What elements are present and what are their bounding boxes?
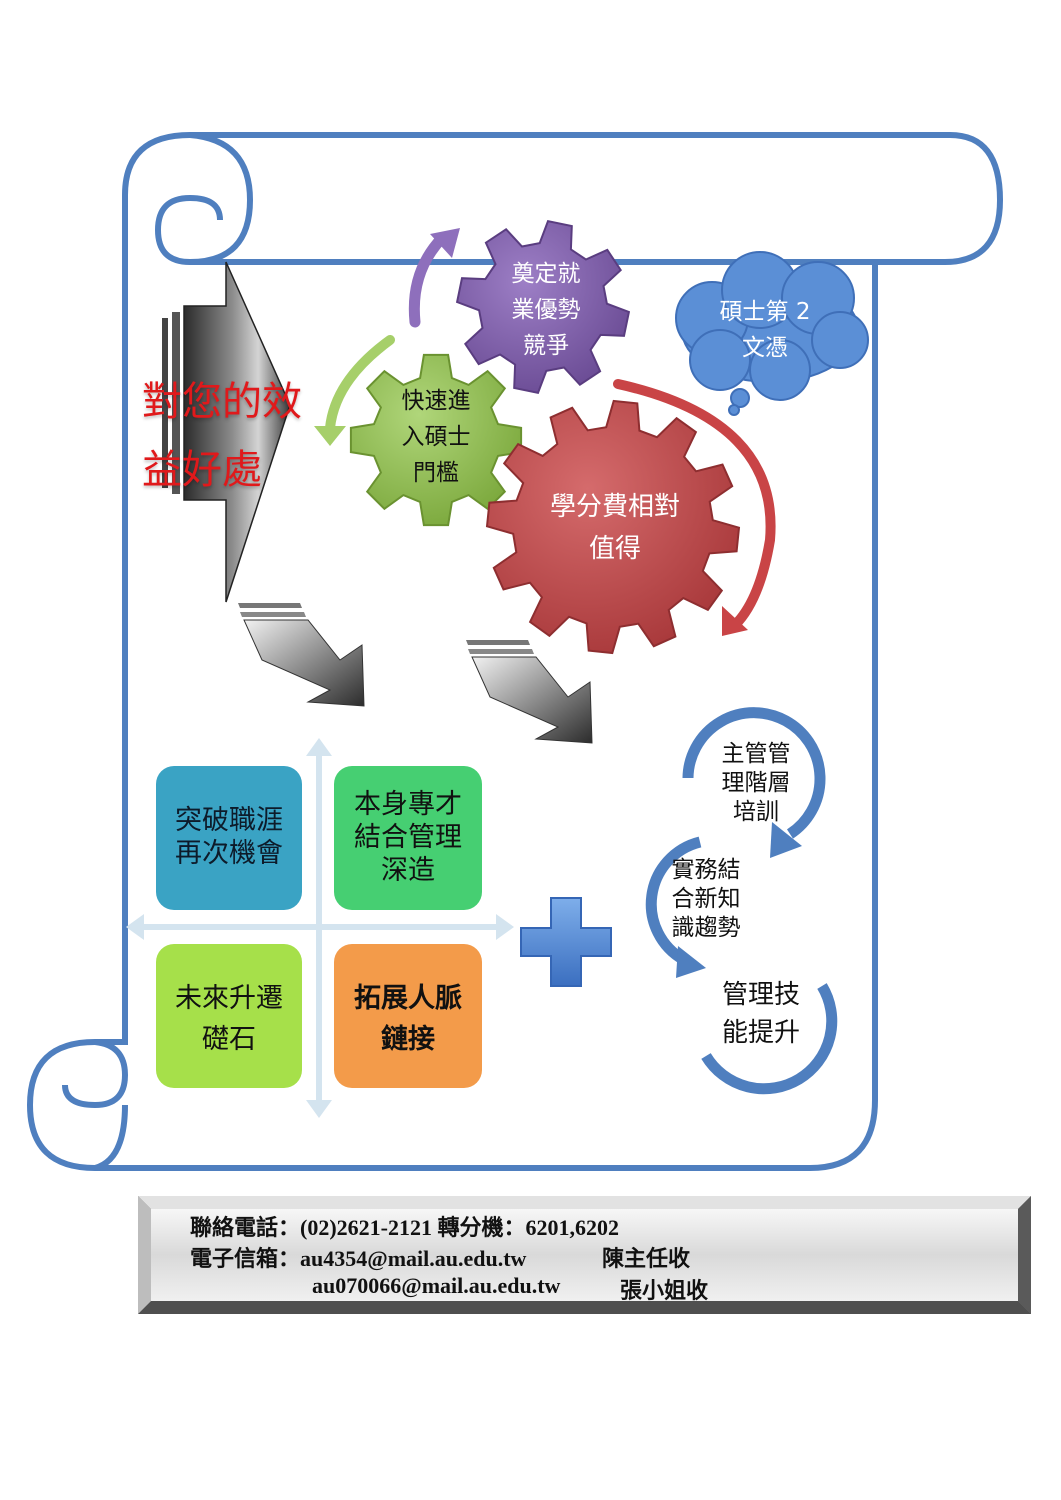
gear-purple-icon xyxy=(455,219,631,395)
scroll-frame xyxy=(26,132,1004,1171)
cloud-line-2: 文憑 xyxy=(742,335,788,361)
purple-arrowhead-icon xyxy=(430,228,460,258)
tile-bottom-left-line-1: 未來升遷 xyxy=(175,983,283,1014)
gear-red-shape xyxy=(485,399,741,655)
gear-purple-line-1: 奠定就 xyxy=(511,261,581,287)
tile-top-left-label: 突破職涯 再次機會 xyxy=(156,804,302,870)
gear-green-icon xyxy=(349,353,523,527)
cloud-label: 碩士第 2 文憑 xyxy=(700,294,830,366)
tile-top-right-line-3: 深造 xyxy=(381,855,435,886)
cycle-arrowhead-middle-icon xyxy=(676,946,706,978)
cycle-step-2-label: 實務結 合新知 識趨勢 xyxy=(654,856,758,943)
cycle-ring-middle xyxy=(645,836,702,965)
contact-phone: 聯絡電話：(02)2621-2121 轉分機：6201,6202 xyxy=(190,1215,619,1240)
gear-green-line-1: 快速進 xyxy=(401,388,471,414)
cycle-step-3-line-1: 管理技 xyxy=(721,980,800,1010)
tile-bottom-left xyxy=(156,944,302,1088)
gear-red-line-2: 值得 xyxy=(588,534,641,564)
contact-name-2: 張小姐收 xyxy=(620,1278,709,1303)
tile-bottom-left-label: 未來升遷 礎石 xyxy=(156,978,302,1060)
tile-top-right-line-1: 本身專才 xyxy=(354,789,462,820)
gear-green-line-3: 門檻 xyxy=(413,460,459,486)
contact-email-1[interactable]: 電子信箱：au4354@mail.au.edu.tw xyxy=(190,1246,527,1271)
tile-top-left-line-1: 突破職涯 xyxy=(175,805,283,836)
tile-bottom-right-label: 拓展人脈 鏈接 xyxy=(334,978,482,1060)
tile-top-left xyxy=(156,766,302,910)
cycle-ring-bottom xyxy=(701,983,838,1095)
red-curved-arrow-icon xyxy=(613,379,776,630)
cloud-callout-icon xyxy=(675,251,869,416)
purple-curved-arrow-icon xyxy=(408,232,448,328)
cycle-step-2-line-3: 識趨勢 xyxy=(671,915,741,941)
cycle-step-1-line-3: 培訓 xyxy=(733,799,779,825)
contact-info: 聯絡電話：(02)2621-2121 轉分機：6201,6202 電子信箱：au… xyxy=(138,1196,1031,1314)
tile-bottom-right-line-1: 拓展人脈 xyxy=(354,983,462,1014)
tile-top-right-label: 本身專才 結合管理 深造 xyxy=(334,788,482,887)
gear-red-line-1: 學分費相對 xyxy=(549,492,680,522)
benefit-title-line-2: 益好處 xyxy=(142,447,262,493)
tile-bottom-left-line-2: 礎石 xyxy=(202,1024,256,1055)
cycle-step-1-line-2: 理階層 xyxy=(721,770,791,796)
gear-purple-shape xyxy=(455,219,631,395)
tile-top-right xyxy=(334,766,482,910)
tile-top-right-line-2: 結合管理 xyxy=(354,822,462,853)
gear-purple-line-3: 競爭 xyxy=(523,333,569,359)
cycle-step-3-label: 管理技 能提升 xyxy=(706,976,816,1052)
gear-green-shape xyxy=(349,353,523,527)
tile-top-left-line-2: 再次機會 xyxy=(175,838,283,869)
cycle-step-1-label: 主管管 理階層 培訓 xyxy=(704,740,808,827)
cycle-step-1-line-1: 主管管 xyxy=(721,741,791,767)
cycle-arrowhead-top-icon xyxy=(770,822,802,858)
gear-green-label: 快速進 入碩士 門檻 xyxy=(376,383,496,491)
down-arrow-right-icon xyxy=(466,640,593,744)
contact-name-1: 陳主任收 xyxy=(602,1246,691,1271)
cloud-line-1: 碩士第 2 xyxy=(719,299,811,325)
cycle-step-3-line-2: 能提升 xyxy=(721,1018,800,1048)
tile-bottom-right xyxy=(334,944,482,1088)
down-arrow-left-icon xyxy=(238,603,365,707)
gear-red-icon xyxy=(485,399,741,655)
plus-icon xyxy=(520,897,612,987)
gear-purple-label: 奠定就 業優勢 競爭 xyxy=(486,256,606,364)
contact-email-2[interactable]: au070066@mail.au.edu.tw xyxy=(312,1273,561,1298)
green-arrowhead-icon xyxy=(314,426,346,446)
quadrant-axes xyxy=(126,738,514,1118)
gear-red-label: 學分費相對 值得 xyxy=(530,486,700,570)
green-curved-arrow-icon xyxy=(325,335,395,433)
benefit-title-line-1: 對您的效 xyxy=(142,379,302,425)
tile-bottom-right-line-2: 鏈接 xyxy=(381,1024,435,1055)
big-right-arrow-icon xyxy=(162,261,291,603)
benefit-title: 對您的效 益好處 xyxy=(142,368,342,504)
cycle-step-2-line-1: 實務結 xyxy=(671,857,741,883)
cycle-step-2-line-2: 合新知 xyxy=(671,886,741,912)
red-arrowhead-icon xyxy=(722,606,748,636)
gear-green-line-2: 入碩士 xyxy=(401,424,471,450)
cycle-ring-top xyxy=(682,707,826,839)
gear-purple-line-2: 業優勢 xyxy=(511,297,581,323)
contact-box xyxy=(138,1196,1031,1314)
